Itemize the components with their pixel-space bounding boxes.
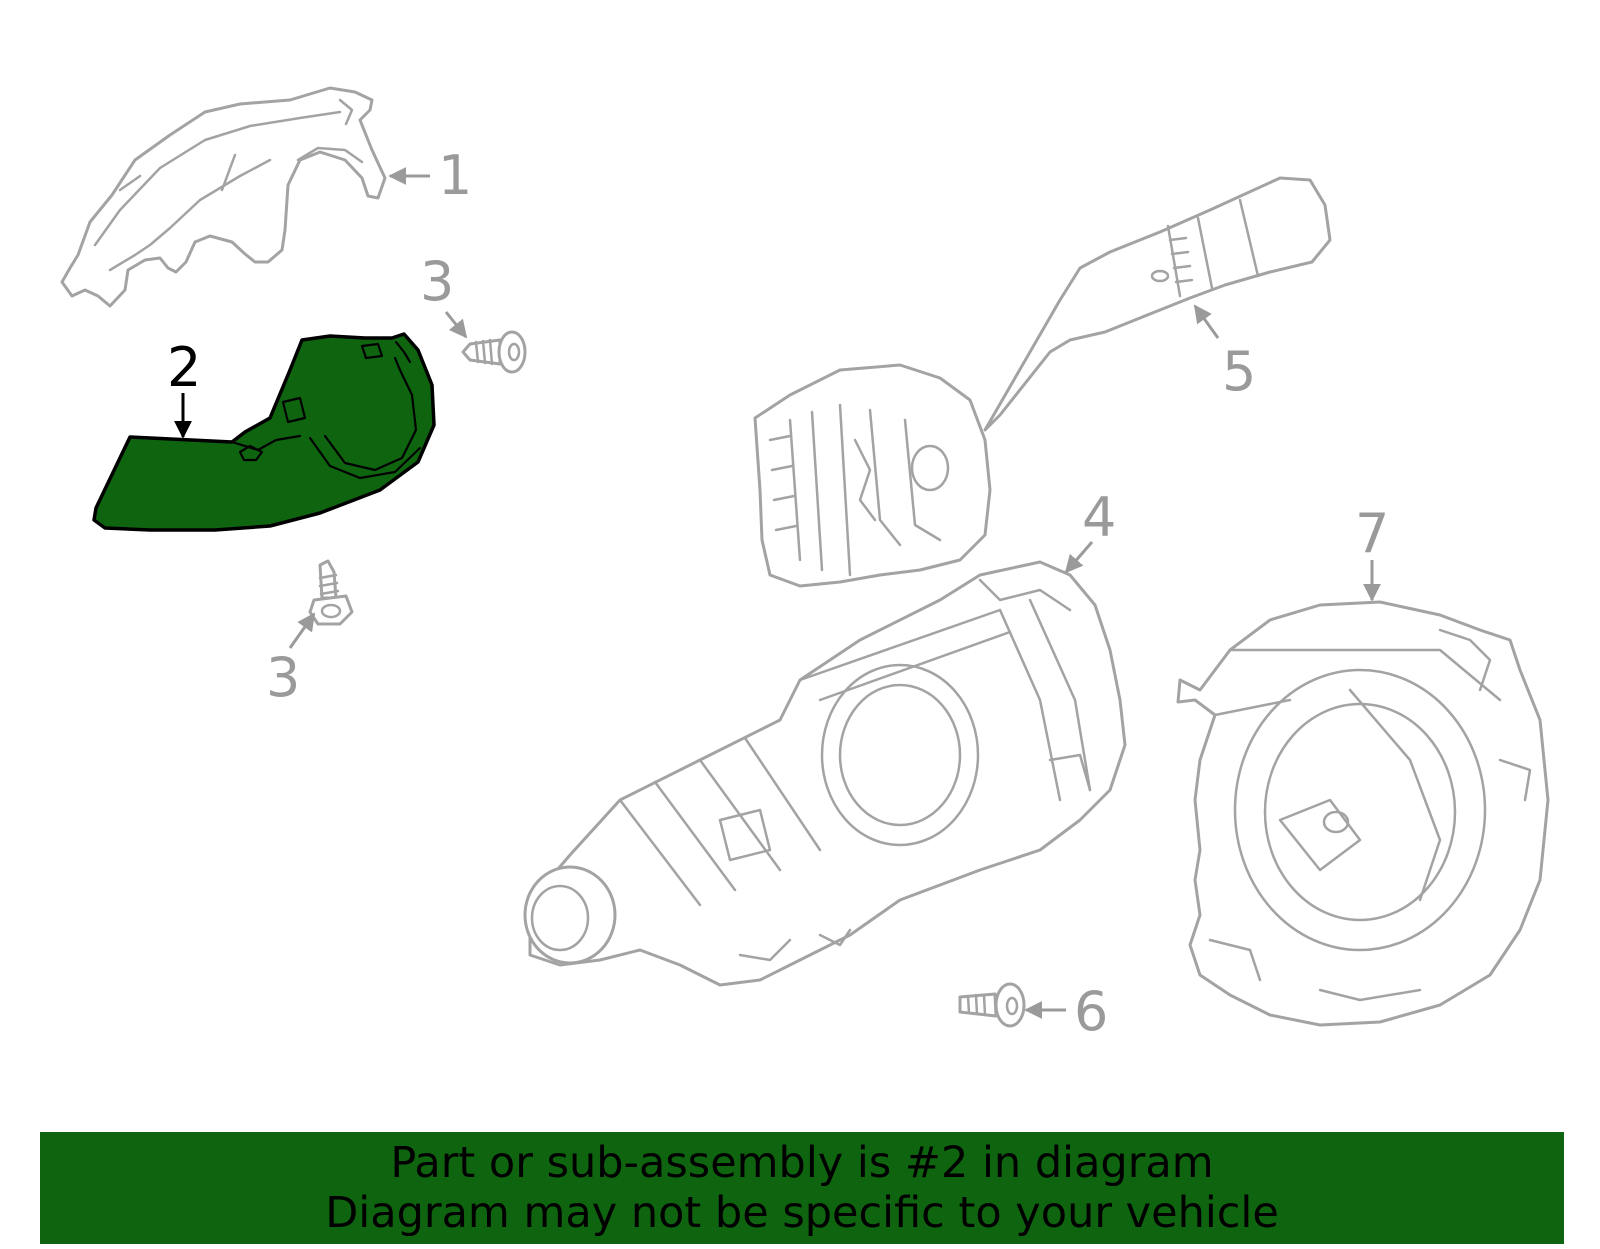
banner-line-part-number: Part or sub-assembly is #2 in diagram — [390, 1138, 1214, 1188]
callout-6-label: 6 — [1074, 980, 1108, 1043]
banner-line-disclaimer: Diagram may not be specific to your vehi… — [325, 1188, 1279, 1238]
screw-part-3-upper — [461, 330, 527, 374]
callout-3-lower-label: 3 — [266, 646, 300, 709]
callout-3-upper-label: 3 — [420, 250, 454, 313]
lower-shroud-part-2 — [92, 332, 436, 532]
callout-4: 4 — [1064, 486, 1116, 574]
callout-3-upper: 3 — [420, 250, 468, 339]
bolt-part-6 — [958, 982, 1026, 1028]
upper-shroud-part-1 — [60, 86, 387, 308]
callout-5-label: 5 — [1222, 340, 1256, 403]
callout-1: 1 — [388, 144, 472, 207]
part-info-banner: Part or sub-assembly is #2 in diagram Di… — [40, 1132, 1564, 1244]
clockspring-part-7 — [1176, 600, 1550, 1027]
stalk-switch-part-5 — [753, 176, 1332, 588]
callout-7-label: 7 — [1355, 502, 1389, 565]
callout-5: 5 — [1193, 304, 1256, 403]
callout-6: 6 — [1024, 980, 1108, 1043]
callout-3-lower: 3 — [266, 612, 316, 709]
callout-1-label: 1 — [438, 144, 472, 207]
screw-part-3-lower — [308, 559, 354, 626]
callout-7: 7 — [1355, 502, 1389, 602]
callout-4-label: 4 — [1082, 486, 1116, 549]
callout-2-label: 2 — [167, 336, 201, 399]
switch-housing-part-4 — [523, 560, 1127, 987]
callout-2: 2 — [167, 336, 201, 439]
